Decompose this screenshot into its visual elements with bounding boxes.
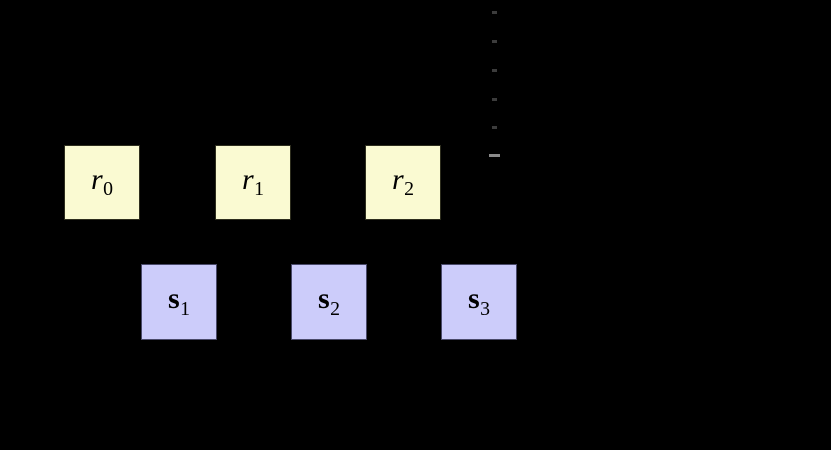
dash-tick-1	[492, 40, 497, 43]
dash-tick-3	[492, 98, 497, 101]
dash-tick-2	[492, 69, 497, 72]
dash-tick-0	[492, 11, 497, 14]
node-s1[interactable]: s1	[141, 264, 217, 340]
dash-tick-5	[489, 154, 500, 157]
node-r2-label: r2	[392, 162, 414, 201]
node-r2[interactable]: r2	[365, 145, 441, 220]
node-r1-label: r1	[242, 162, 264, 201]
node-s1-label: s1	[168, 282, 190, 320]
node-r0[interactable]: r0	[64, 145, 140, 220]
node-s2-label: s2	[318, 282, 340, 320]
dash-tick-4	[492, 126, 497, 129]
node-s2[interactable]: s2	[291, 264, 367, 340]
node-r0-label: r0	[91, 162, 113, 201]
node-r1[interactable]: r1	[215, 145, 291, 220]
node-s3-label: s3	[468, 282, 490, 320]
node-s3[interactable]: s3	[441, 264, 517, 340]
